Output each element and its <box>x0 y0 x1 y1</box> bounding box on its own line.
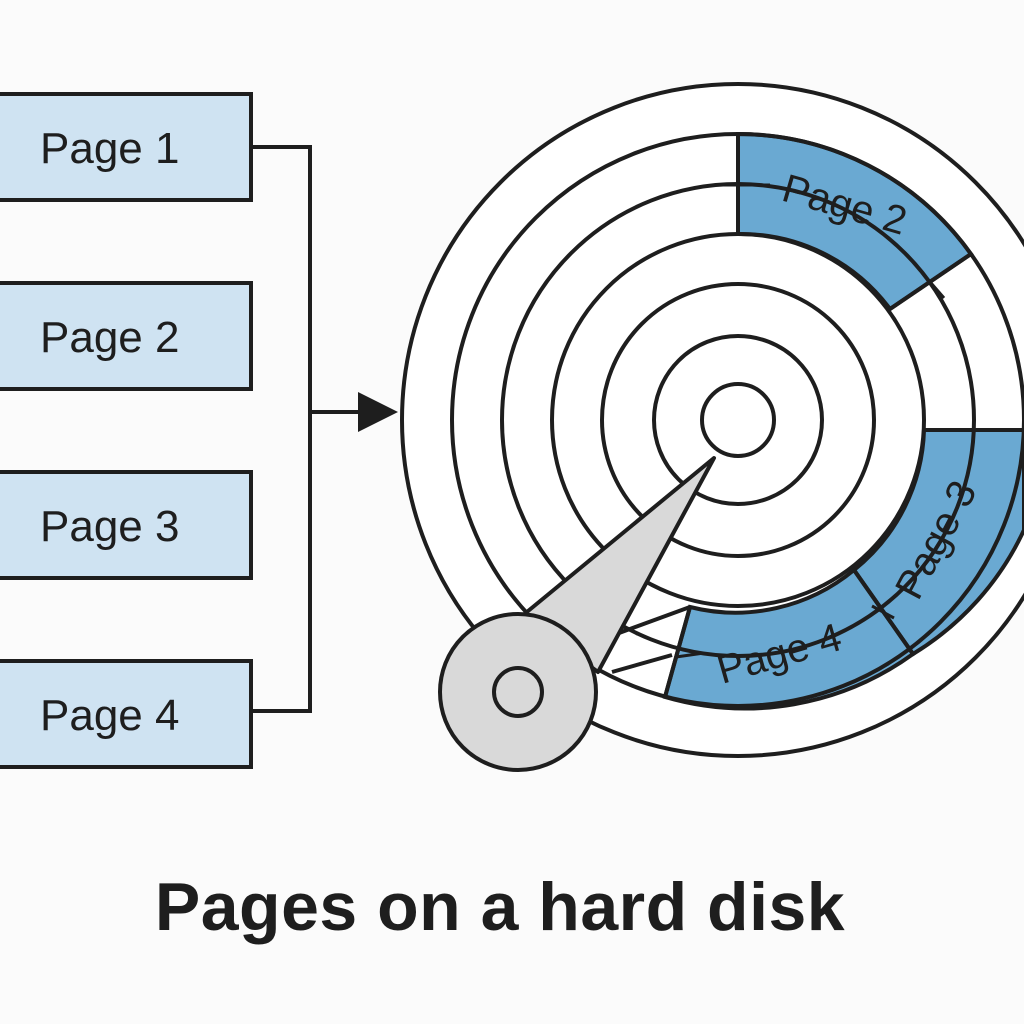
page-box-label: Page 4 <box>40 691 179 740</box>
page-box-label: Page 3 <box>40 502 179 551</box>
read-write-head <box>438 456 716 772</box>
arrow-head-icon <box>358 392 398 432</box>
label-ticks <box>675 183 946 659</box>
page-box-2: Page 2 <box>0 281 253 391</box>
head-pivot-hub <box>492 666 544 718</box>
page-box-1: Page 1 <box>0 92 253 202</box>
hard-disk: Page 2 Page 3 Page 4 <box>400 82 1024 772</box>
page-box-3: Page 3 <box>0 470 253 580</box>
page-box-4: Page 4 <box>0 659 253 769</box>
page-box-label: Page 2 <box>40 313 179 362</box>
page-list: Page 1 Page 2 Page 3 Page 4 <box>0 92 253 769</box>
disk-tracks <box>450 132 1024 708</box>
connector-bracket <box>251 145 362 713</box>
page-box-label: Page 1 <box>40 124 179 173</box>
diagram-caption: Pages on a hard disk <box>154 869 846 945</box>
